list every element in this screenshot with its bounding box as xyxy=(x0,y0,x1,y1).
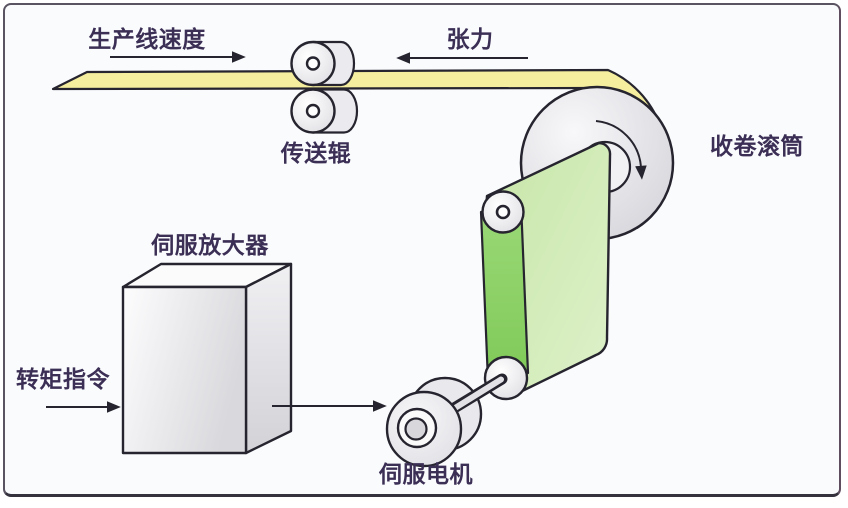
servo-amplifier-label: 伺服放大器 xyxy=(150,232,269,259)
drum-rotation-arrow-icon xyxy=(595,120,647,180)
belt-pulley-top-hole xyxy=(495,204,511,220)
feed-roller-bottom xyxy=(290,88,359,134)
feed-rollers-label: 传送辊 xyxy=(280,140,352,167)
feed-roller-bottom-hole xyxy=(305,103,321,119)
line-speed-label: 生产线速度 xyxy=(88,26,206,53)
servo-amplifier-box xyxy=(121,262,293,455)
servo-motor-shaft-end xyxy=(404,417,428,441)
servo-motor-label: 伺服电机 xyxy=(378,462,473,488)
torque-command-label: 转矩指令 xyxy=(16,366,111,393)
winding-drum-label: 收卷滚筒 xyxy=(710,133,804,160)
motor-shaft-highlight xyxy=(444,376,504,416)
tension-label: 张力 xyxy=(447,27,494,53)
feed-roller-top xyxy=(290,40,356,87)
feed-roller-top-hole xyxy=(305,56,321,71)
